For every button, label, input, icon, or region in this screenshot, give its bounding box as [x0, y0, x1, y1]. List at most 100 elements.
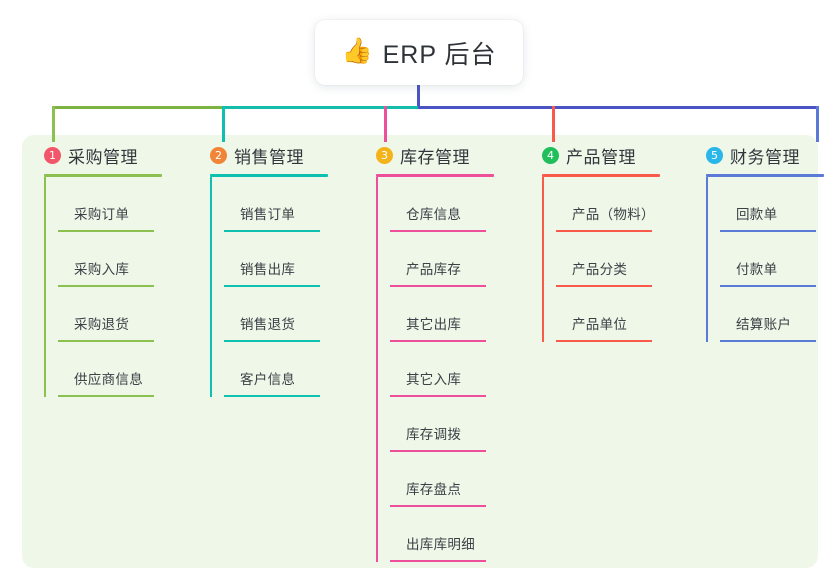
- branch-column-3: 3 库存管理 仓库信息 产品库存 其它出库 其它入库 库存调拨 库存盘点 出库库…: [362, 143, 512, 562]
- branch-header-2[interactable]: 2 销售管理: [196, 143, 346, 167]
- trunk-connector: [417, 85, 420, 108]
- list-item-1-3[interactable]: 采购退货: [44, 287, 180, 342]
- list-item-label-5-3: 结算账户: [736, 317, 792, 332]
- list-item-rule-3-1: [390, 230, 486, 232]
- branch-badge-1: 1: [44, 146, 61, 164]
- branch-rule-4: [542, 174, 660, 177]
- branch-title-4: 产品管理: [566, 147, 636, 167]
- branch-column-4: 4 产品管理 产品（物料） 产品分类 产品单位: [528, 143, 678, 342]
- root-node-erp-backend[interactable]: 👍 ERP 后台: [315, 20, 523, 85]
- connector-drop-2: [222, 106, 225, 142]
- list-item-label-1-4: 供应商信息: [74, 372, 143, 387]
- list-item-label-3-2: 产品库存: [406, 262, 462, 277]
- list-item-label-3-1: 仓库信息: [406, 207, 462, 222]
- branch-spine-2: [210, 177, 212, 397]
- list-item-1-4[interactable]: 供应商信息: [44, 342, 180, 397]
- list-item-2-1[interactable]: 销售订单: [210, 177, 346, 232]
- list-item-label-1-2: 采购入库: [74, 262, 130, 277]
- connector-drop-4: [552, 106, 555, 142]
- list-item-rule-1-4: [58, 395, 154, 397]
- list-item-2-4[interactable]: 客户信息: [210, 342, 346, 397]
- branch-spine-4: [542, 177, 544, 342]
- list-item-rule-2-2: [224, 285, 320, 287]
- list-item-label-3-7: 出库库明细: [406, 537, 475, 552]
- list-item-rule-4-2: [556, 285, 652, 287]
- branch-title-5: 财务管理: [730, 147, 800, 167]
- connector-drop-1: [52, 106, 55, 142]
- list-item-label-1-3: 采购退货: [74, 317, 130, 332]
- connector-drop-3: [384, 106, 387, 142]
- list-item-3-1[interactable]: 仓库信息: [376, 177, 512, 232]
- list-item-label-1-1: 采购订单: [74, 207, 130, 222]
- list-item-label-4-1: 产品（物料）: [572, 207, 655, 222]
- branch-title-2: 销售管理: [234, 147, 304, 167]
- list-item-rule-3-7: [390, 560, 486, 562]
- list-item-5-2[interactable]: 付款单: [706, 232, 839, 287]
- branch-column-5: 5 财务管理 回款单 付款单 结算账户: [692, 143, 839, 342]
- branch-header-5[interactable]: 5 财务管理: [692, 143, 839, 167]
- list-item-rule-2-1: [224, 230, 320, 232]
- branch-item-list: 产品（物料） 产品分类 产品单位: [528, 177, 678, 342]
- list-item-label-3-4: 其它入库: [406, 372, 462, 387]
- list-item-rule-2-3: [224, 340, 320, 342]
- list-item-rule-2-4: [224, 395, 320, 397]
- branch-badge-3: 3: [376, 146, 393, 164]
- list-item-3-4[interactable]: 其它入库: [376, 342, 512, 397]
- list-item-3-2[interactable]: 产品库存: [376, 232, 512, 287]
- list-item-rule-4-3: [556, 340, 652, 342]
- thumbs-up-icon: 👍: [341, 37, 373, 65]
- branch-spine-5: [706, 177, 708, 342]
- list-item-3-7[interactable]: 出库库明细: [376, 507, 512, 562]
- list-item-label-3-5: 库存调拨: [406, 427, 462, 442]
- branch-item-list: 销售订单 销售出库 销售退货 客户信息: [196, 177, 346, 397]
- branch-spine-3: [376, 177, 378, 562]
- list-item-rule-3-4: [390, 395, 486, 397]
- list-item-rule-5-2: [720, 285, 816, 287]
- list-item-label-4-3: 产品单位: [572, 317, 628, 332]
- list-item-label-2-4: 客户信息: [240, 372, 296, 387]
- branch-item-list: 回款单 付款单 结算账户: [692, 177, 839, 342]
- list-item-rule-3-5: [390, 450, 486, 452]
- branch-badge-2: 2: [210, 146, 227, 164]
- list-item-4-1[interactable]: 产品（物料）: [542, 177, 678, 232]
- branch-badge-4: 4: [542, 146, 559, 164]
- list-item-rule-3-6: [390, 505, 486, 507]
- branch-header-4[interactable]: 4 产品管理: [528, 143, 678, 167]
- list-item-rule-1-1: [58, 230, 154, 232]
- list-item-1-1[interactable]: 采购订单: [44, 177, 180, 232]
- branch-column-2: 2 销售管理 销售订单 销售出库 销售退货 客户信息: [196, 143, 346, 397]
- branch-spine-1: [44, 177, 46, 397]
- list-item-rule-5-1: [720, 230, 816, 232]
- list-item-5-1[interactable]: 回款单: [706, 177, 839, 232]
- root-node-title: ERP 后台: [382, 40, 497, 69]
- list-item-2-2[interactable]: 销售出库: [210, 232, 346, 287]
- connector-bar-segment-1: [52, 106, 222, 109]
- branch-rule-1: [44, 174, 162, 177]
- branch-badge-5: 5: [706, 146, 723, 164]
- list-item-label-3-6: 库存盘点: [406, 482, 462, 497]
- branch-title-3: 库存管理: [400, 147, 470, 167]
- list-item-label-2-2: 销售出库: [240, 262, 296, 277]
- list-item-label-5-1: 回款单: [736, 207, 778, 222]
- branch-title-1: 采购管理: [68, 147, 138, 167]
- connector-drop-5: [816, 106, 819, 142]
- list-item-label-5-2: 付款单: [736, 262, 778, 277]
- list-item-2-3[interactable]: 销售退货: [210, 287, 346, 342]
- list-item-3-6[interactable]: 库存盘点: [376, 452, 512, 507]
- list-item-rule-1-2: [58, 285, 154, 287]
- list-item-rule-3-2: [390, 285, 486, 287]
- list-item-rule-1-3: [58, 340, 154, 342]
- list-item-1-2[interactable]: 采购入库: [44, 232, 180, 287]
- list-item-3-5[interactable]: 库存调拨: [376, 397, 512, 452]
- list-item-3-3[interactable]: 其它出库: [376, 287, 512, 342]
- diagram-panel: [22, 135, 818, 568]
- branch-column-1: 1 采购管理 采购订单 采购入库 采购退货 供应商信息: [30, 143, 180, 397]
- connector-bar-segment-3: [418, 106, 818, 109]
- list-item-label-4-2: 产品分类: [572, 262, 628, 277]
- branch-header-3[interactable]: 3 库存管理: [362, 143, 512, 167]
- list-item-4-3[interactable]: 产品单位: [542, 287, 678, 342]
- branch-item-list: 仓库信息 产品库存 其它出库 其它入库 库存调拨 库存盘点 出库库明细: [362, 177, 512, 562]
- list-item-5-3[interactable]: 结算账户: [706, 287, 839, 342]
- list-item-4-2[interactable]: 产品分类: [542, 232, 678, 287]
- branch-header-1[interactable]: 1 采购管理: [30, 143, 180, 167]
